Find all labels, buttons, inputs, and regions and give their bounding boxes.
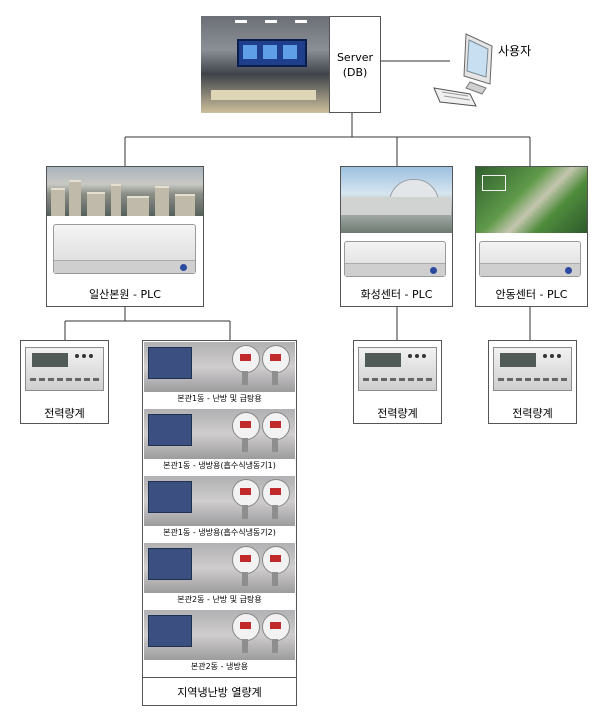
heat-meter-label-1: 본관1동 - 난방 및 급탕용 <box>177 394 262 403</box>
hwaseong-plc-group: 화성센터 - PLC <box>340 166 453 307</box>
server-db-box: Server (DB) <box>329 16 381 113</box>
andong-plc-device <box>479 241 581 277</box>
heat-meter-group: 본관1동 - 난방 및 급탕용 본관1동 - 냉방용(흡수식냉동기1) 본관1동… <box>142 340 297 706</box>
heat-meter-label-5: 본관2동 - 냉방용 <box>190 662 249 671</box>
heat-meter-image-1 <box>144 342 295 392</box>
heat-meter-image-4 <box>144 543 295 593</box>
power-meter-icon <box>493 347 572 391</box>
ilsan-power-meter: 전력량계 <box>20 340 109 424</box>
computer-icon <box>433 33 493 107</box>
power-meter-icon <box>25 347 104 391</box>
hwaseong-power-meter: 전력량계 <box>353 340 442 424</box>
heat-meter-label-3: 본관1동 - 냉방용(흡수식냉동기2) <box>163 528 276 537</box>
ilsan-plc-device <box>53 224 196 274</box>
ilsan-meter-bus <box>64 307 231 340</box>
hwaseong-plc-device <box>344 241 446 277</box>
heat-meter-image-2 <box>144 409 295 459</box>
heat-meter-label-2: 본관1동 - 냉방용(흡수식냉동기1) <box>163 461 276 470</box>
server-label: Server <box>336 50 374 64</box>
hwaseong-power-meter-label: 전력량계 <box>377 407 418 420</box>
power-meter-icon <box>358 347 437 391</box>
andong-plc-label: 안동센터 - PLC <box>495 288 568 301</box>
andong-aerial-photo <box>476 167 587 233</box>
control-room-photo <box>201 16 329 113</box>
heat-meter-group-label: 지역냉난방 열량계 <box>177 686 262 699</box>
hwaseong-campus-photo <box>341 167 452 233</box>
andong-plc-group: 안동센터 - PLC <box>475 166 588 307</box>
heat-meter-image-5 <box>144 610 295 660</box>
heat-meter-image-3 <box>144 476 295 526</box>
heat-meter-label-4: 본관2동 - 난방 및 급탕용 <box>177 595 262 604</box>
hwaseong-plc-label: 화성센터 - PLC <box>360 288 433 301</box>
ilsan-plc-label: 일산본원 - PLC <box>89 288 161 301</box>
andong-power-meter-label: 전력량계 <box>512 407 553 420</box>
heat-meter-divider <box>143 677 296 678</box>
ilsan-power-meter-label: 전력량계 <box>44 407 85 420</box>
db-label: (DB) <box>342 65 368 79</box>
ilsan-campus-photo <box>47 167 203 216</box>
user-label: 사용자 <box>498 44 532 58</box>
andong-power-meter: 전력량계 <box>488 340 577 424</box>
ilsan-plc-group: 일산본원 - PLC <box>46 166 204 307</box>
